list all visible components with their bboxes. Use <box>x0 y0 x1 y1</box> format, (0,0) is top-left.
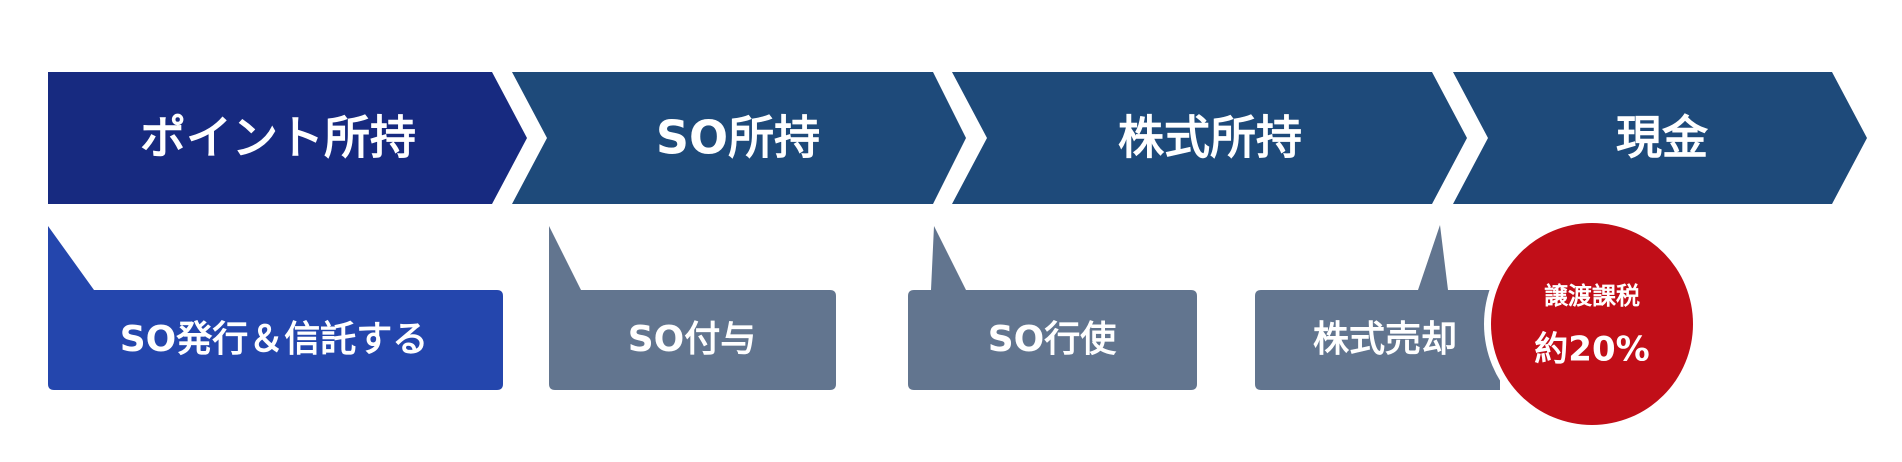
callout-shape-so-exercise <box>908 226 1197 390</box>
stage-label-so-holding: SO所持 <box>656 111 820 165</box>
callout-label-so-grant: SO付与 <box>628 319 757 360</box>
stage-label-stock-holding: 株式所持 <box>1118 111 1302 165</box>
stage-chevron-stock-holding <box>952 72 1467 204</box>
stage-chevron-cash <box>1453 72 1867 204</box>
callout-shape-issue-and-trust <box>48 226 503 390</box>
callout-label-stock-sale: 株式売却 <box>1313 319 1457 360</box>
action-callouts: SO発行＆信託する SO付与 SO行使 株式売却 <box>48 225 1500 390</box>
stage-chevron-so-holding <box>512 72 966 204</box>
callout-stock-sale: 株式売却 <box>1255 225 1500 390</box>
tax-badge-title: 譲渡課税 <box>1544 282 1640 310</box>
tax-badge: 譲渡課税 約20% <box>1484 216 1700 432</box>
callout-shape-so-grant <box>549 226 836 390</box>
callout-so-grant: SO付与 <box>549 226 836 390</box>
stage-label-points-holding: ポイント所持 <box>140 111 416 165</box>
stage-label-cash: 現金 <box>1616 111 1709 165</box>
callout-issue-and-trust: SO発行＆信託する <box>48 226 503 390</box>
tax-badge-rate: 約20% <box>1534 330 1649 370</box>
callout-label-issue-and-trust: SO発行＆信託する <box>120 319 429 360</box>
stage-flow: ポイント所持 SO所持 株式所持 現金 <box>48 72 1867 204</box>
callout-so-exercise: SO行使 <box>908 226 1197 390</box>
callout-label-so-exercise: SO行使 <box>988 319 1118 360</box>
callout-shape-stock-sale <box>1255 225 1500 390</box>
stage-chevron-points-holding <box>48 72 527 204</box>
tax-badge-circle <box>1491 223 1693 425</box>
